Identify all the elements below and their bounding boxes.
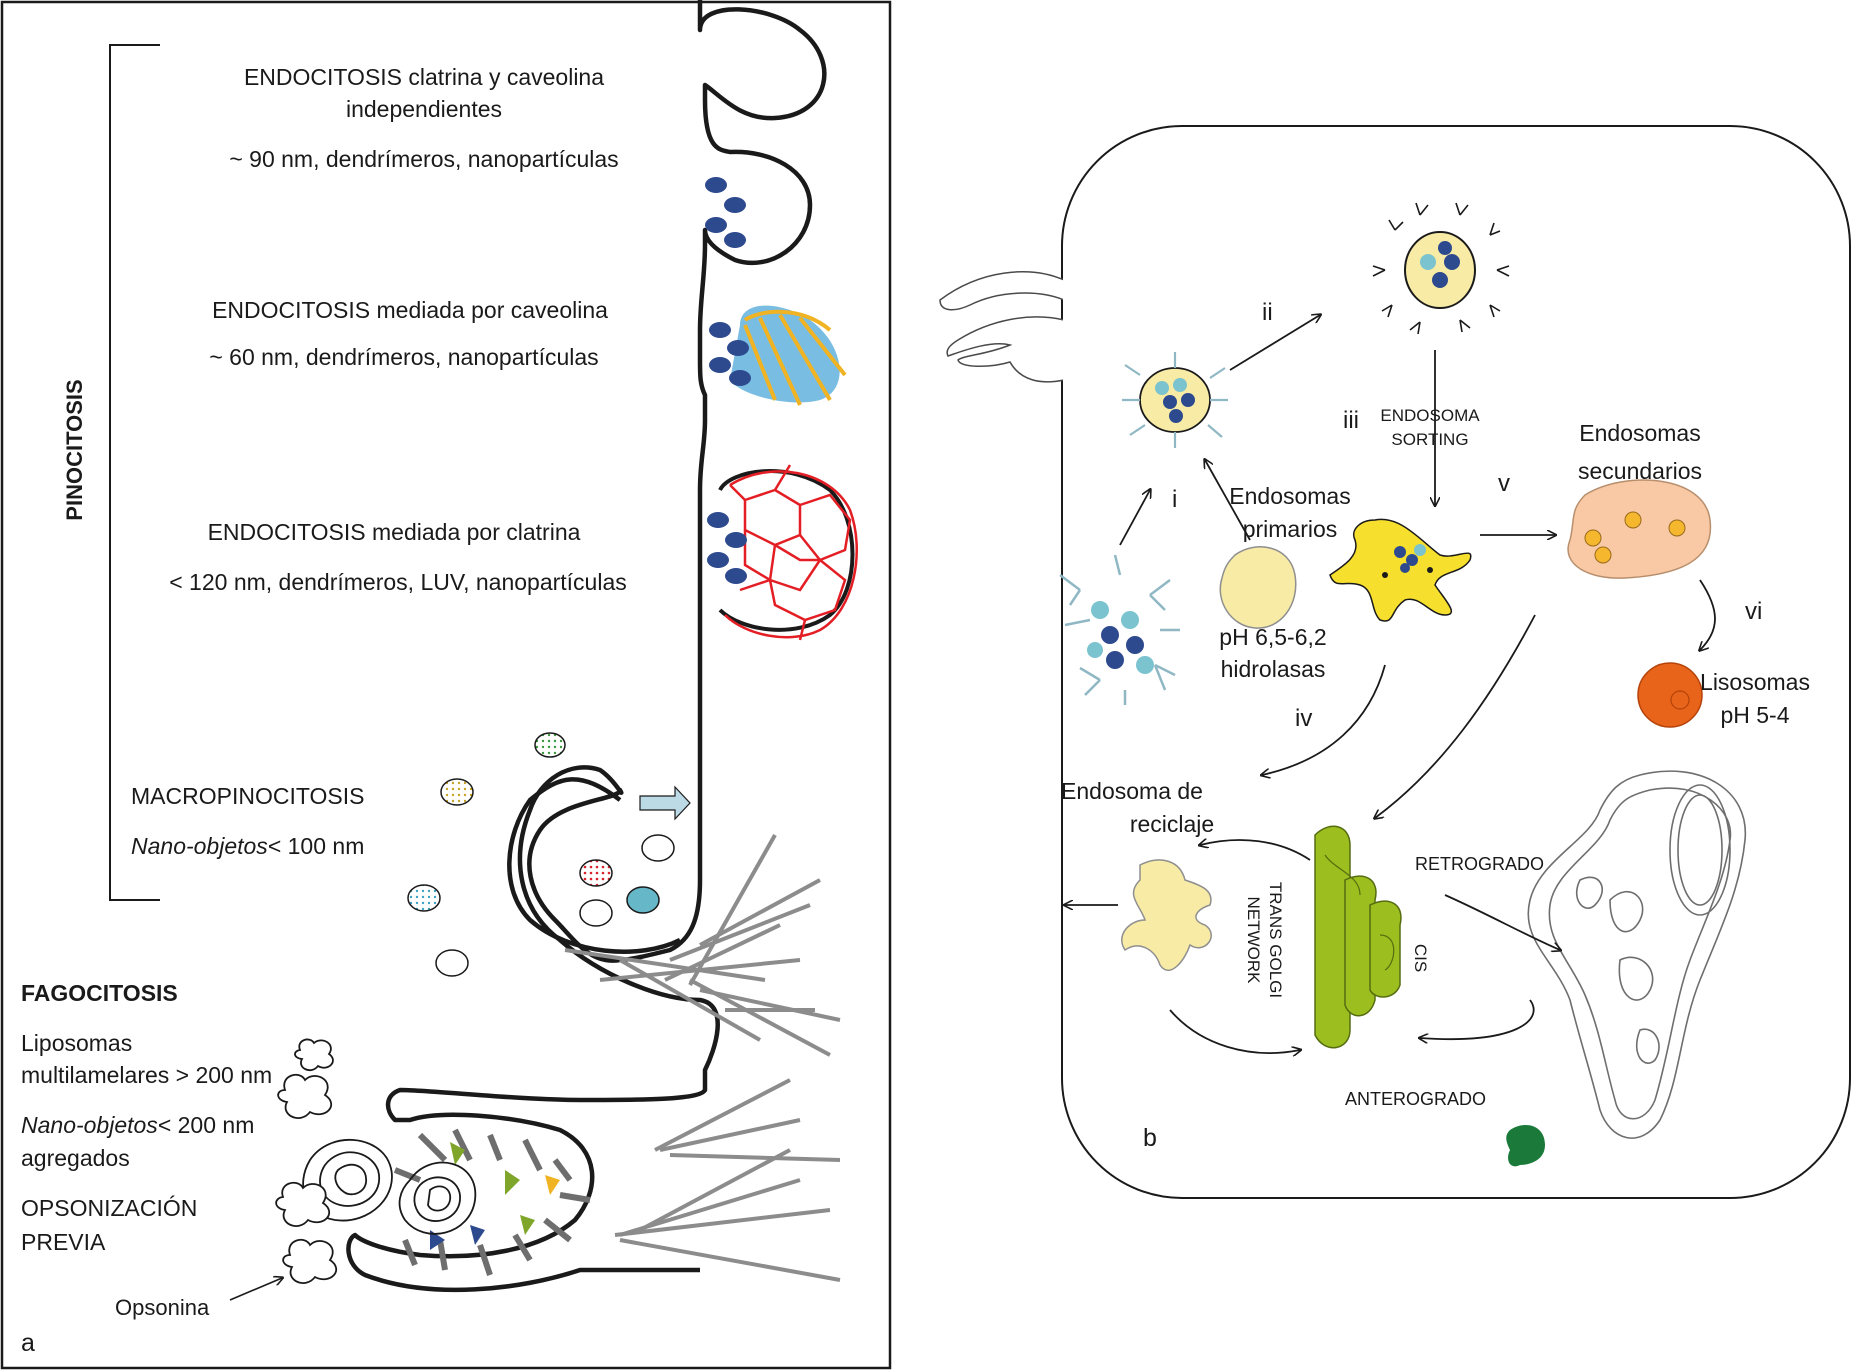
sorting-cargo [1382,544,1433,578]
plasma-membrane [346,0,827,1293]
phagosome-contents [393,1128,591,1276]
cell-protrusion-gap [1063,275,1067,395]
macropinocytosis-cup [507,777,682,954]
primary-endosome [1219,546,1297,629]
panel-a-frame [0,0,892,1370]
endosomas-secundarios-2: secundarios [1578,458,1702,484]
recycling-endosome [1121,859,1212,972]
clat-cav-indep-title-2: independientes [346,96,502,122]
retrogrado-label: RETROGRADO [1415,854,1544,874]
panel-a-letter: a [21,1329,35,1357]
panel-a: PINOCITOSIS [0,0,892,1370]
opsonins [275,1038,337,1284]
lisosomas-1: Lisosomas [1700,669,1810,695]
panel-b: ii i iii iv v vi ENDOSOMA SORTING Endoso… [939,125,1851,1199]
endosoma-sorting-2: SORTING [1391,430,1468,449]
secondary-endosome [1567,479,1712,579]
panel-b-letter: b [1143,1124,1157,1152]
fago-title: FAGOCITOSIS [21,980,178,1006]
ph-primarios-1: pH 6,5-6,2 [1219,624,1326,650]
macro-arrow [639,785,691,821]
step-v: v [1498,470,1510,497]
endosomas-primarios-1: Endosomas [1229,483,1350,509]
clat-cav-indep-title-1: ENDOCITOSIS clatrina y caveolina [244,64,604,90]
endosoma-sorting-1: ENDOSOMA [1380,406,1480,425]
receptors-independent [705,177,746,248]
step-iv: iv [1295,705,1312,732]
fago-nano-italic: Nano-objetos [21,1112,158,1138]
step-i: i [1172,486,1177,513]
opsonizacion-1: OPSONIZACIÓN [21,1195,197,1221]
cis-label: CIS [1411,944,1430,972]
pinocitosis-bracket [109,44,160,901]
clat-cav-indep-size: ~ 90 nm, dendrímeros, nanopartículas [229,146,618,172]
trans-golgi-2: NETWORK [1244,897,1263,985]
incoming-dendrimer [1059,554,1180,705]
anterogrado-label: ANTEROGRADO [1345,1089,1486,1109]
fago-lipo-2: multilamelares > 200 nm [21,1062,272,1088]
clatrina-title: ENDOCITOSIS mediada por clatrina [208,519,581,545]
cell-outline [1061,125,1851,1199]
lysosome [1637,662,1703,728]
endosoma-reciclaje-1: Endosoma de [1061,778,1203,804]
lysosome-inner [1670,690,1690,710]
coated-vesicle-i [1122,352,1228,448]
trans-golgi-1: TRANS GOLGI [1266,882,1285,998]
clatrina-size: < 120 nm, dendrímeros, LUV, nanopartícul… [169,569,627,595]
opsonizacion-2: PREVIA [21,1229,106,1255]
endosomas-primarios-2: primarios [1243,516,1338,542]
opsonina-label: Opsonina [115,1295,210,1320]
actin-fibers [564,834,841,1282]
sorting-endosome [1329,518,1472,622]
multilamellar-liposomes [302,1138,477,1235]
endoplasmic-reticulum [1527,770,1747,1139]
pathway-arrows [1065,315,1716,1053]
macro-particles [407,732,675,977]
fago-nano-rest: < 200 nm [158,1112,255,1138]
macro-size-rest: < 100 nm [268,833,365,859]
caveolina-title: ENDOCITOSIS mediada por caveolina [212,297,608,323]
caveolin-pit [709,305,847,406]
cell-protrusion [939,271,1065,383]
anterograde-vesicle [1506,1125,1545,1167]
endosoma-reciclaje-2: reciclaje [1130,811,1214,837]
fago-lipo-1: Liposomas [21,1030,132,1056]
pinocitosis-label: PINOCITOSIS [62,379,87,520]
ph-primarios-2: hidrolasas [1221,656,1326,682]
clathrin-pit [707,464,858,641]
macro-title: MACROPINOCITOSIS [131,783,364,809]
step-iii: iii [1343,407,1359,434]
fago-nano: Nano-objetos< 200 nm [21,1112,254,1138]
coated-vesicle-ii [1372,202,1510,335]
macro-size-italic: Nano-objetos [131,833,268,859]
opsonina-arrow [229,1278,282,1301]
lisosomas-2: pH 5-4 [1720,702,1789,728]
step-ii: ii [1262,299,1273,326]
endosomas-secundarios-1: Endosomas [1579,420,1700,446]
step-vi: vi [1745,598,1762,625]
caveolina-size: ~ 60 nm, dendrímeros, nanopartículas [209,344,598,370]
golgi-apparatus [1314,825,1402,1049]
macro-size: Nano-objetos< 100 nm [131,833,364,859]
fago-agregados: agregados [21,1145,130,1171]
